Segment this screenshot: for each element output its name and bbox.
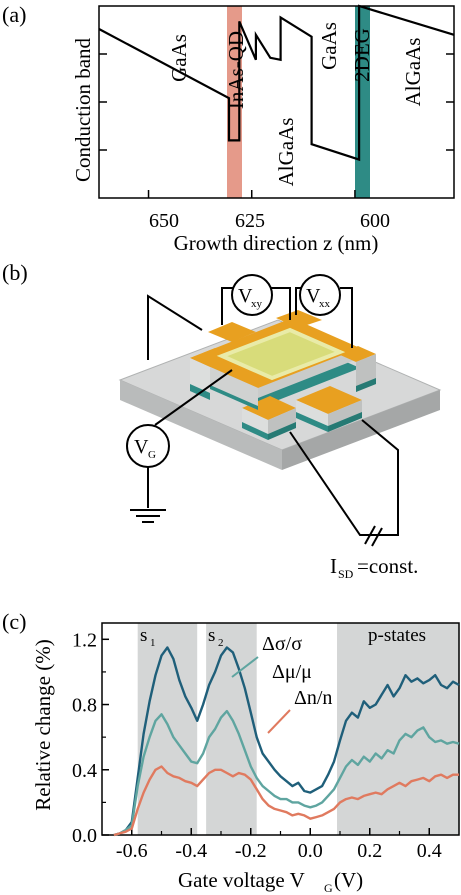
s1-label: s [140, 625, 147, 646]
legend-pointer-mu [231, 656, 259, 678]
conduction-band-chart: (a) GaAs InAs-QD AlGaAs GaAs 2DEG AlGaAs… [2, 2, 455, 255]
legend-sigma: Δσ/σ [262, 633, 302, 655]
legend-pointer-n [267, 709, 291, 734]
layer-label-inas-qd: InAs-QD [224, 31, 248, 109]
x-tick-label-4: 0.2 [357, 840, 382, 862]
xlabel-main: Gate voltage V [178, 868, 305, 892]
panel-c-ylabel: Relative change (%) [31, 639, 55, 810]
band-profile-line [98, 4, 455, 162]
x-tick-label-3: 0.0 [298, 840, 323, 862]
tick-label-625: 625 [235, 210, 265, 232]
x-tick-label-1: -0.4 [175, 840, 207, 862]
vxy-meter: V xy [231, 274, 273, 316]
panel-c-axes: -0.6 -0.4 -0.2 0.0 0.2 0.4 0.0 0.4 0.8 1.2 [72, 622, 460, 862]
panel-a-tag: (a) [2, 2, 26, 27]
panel-a: (a) GaAs InAs-QD AlGaAs GaAs 2DEG AlGaAs… [0, 0, 461, 260]
isd-main: I [330, 554, 337, 578]
isd-rest: =const. [357, 554, 418, 578]
y-tick-label-1: 0.4 [72, 760, 97, 782]
vxx-subscript: xx [319, 298, 331, 310]
tick-label-600: 600 [360, 210, 390, 232]
panel-a-xlabel: Growth direction z (nm) [174, 231, 379, 255]
s1-subscript: 1 [150, 637, 156, 649]
panel-a-ylabel: Conduction band [71, 37, 95, 182]
x-tick-label-5: 0.4 [417, 840, 442, 862]
legend-mu: Δμ/μ [272, 661, 312, 683]
vg-label: V [134, 436, 149, 458]
s2-subscript: 2 [218, 637, 224, 649]
current-source-icon [364, 525, 383, 547]
vxx-label: V [306, 285, 321, 307]
wiring [147, 287, 399, 536]
data-series [113, 646, 460, 837]
shaded-region-0 [137, 623, 198, 835]
layer-label-algaas-2: AlGaAs [401, 38, 425, 107]
panel-a-ticks [99, 53, 454, 198]
s2-label: s [208, 625, 215, 646]
series-sigma-line [113, 646, 460, 837]
legend-n: Δn/n [294, 687, 332, 709]
y-tick-label-2: 0.8 [72, 695, 97, 717]
layer-label-gaas-2: GaAs [317, 22, 341, 70]
p-states-label: p-states [368, 625, 426, 646]
series-mu-line [113, 709, 460, 837]
tick-label-650: 650 [149, 210, 179, 232]
vxy-subscript: xy [251, 298, 263, 310]
panel-c-xlabel: Gate voltage V G (V) [178, 868, 363, 895]
x-tick-label-0: -0.6 [116, 840, 148, 862]
x-tick-label-2: -0.2 [235, 840, 267, 862]
vg-meter: V G [126, 424, 170, 468]
ground-icon [130, 509, 166, 523]
xlabel-unit: (V) [334, 868, 363, 892]
layer-label-2deg: 2DEG [350, 28, 374, 82]
layer-label-gaas-1: GaAs [167, 34, 191, 82]
vg-subscript: G [148, 449, 156, 461]
gate-electrode [216, 327, 346, 381]
y-tick-label-0: 0.0 [72, 825, 97, 847]
device-schematic: (b) [2, 260, 442, 581]
panel-b-tag: (b) [2, 260, 28, 285]
vxx-meter: V xx [299, 274, 341, 316]
xlabel-subscript: G [324, 881, 333, 895]
isd-label: I SD =const. [330, 554, 418, 581]
layer-label-algaas-1: AlGaAs [274, 118, 298, 187]
series-n-line [113, 765, 459, 837]
panel-b: (b) [0, 260, 461, 585]
vxy-label: V [238, 285, 253, 307]
isd-subscript: SD [338, 567, 354, 581]
shaded-region-2 [337, 623, 459, 835]
y-tick-label-3: 1.2 [72, 629, 97, 651]
panel-c-tag: (c) [2, 609, 26, 634]
